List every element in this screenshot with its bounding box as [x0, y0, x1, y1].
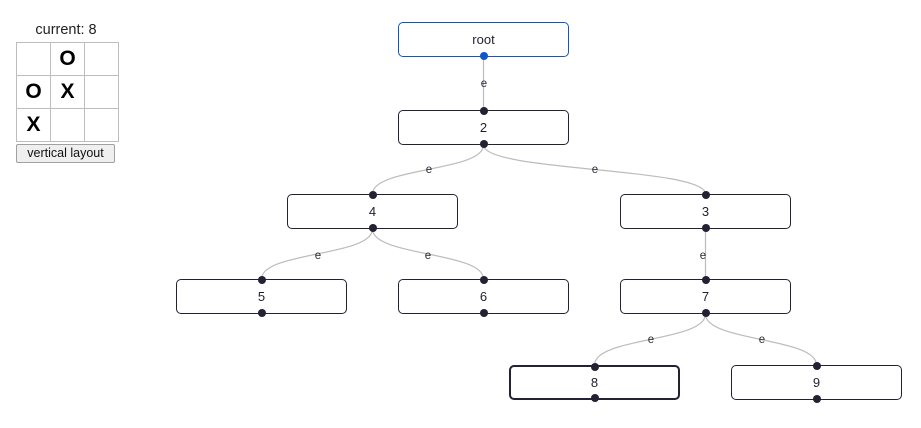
edge-label-n2-n3[interactable]: e	[591, 164, 599, 176]
board-cell-0-0[interactable]	[16, 42, 51, 76]
board-cell-1-2[interactable]	[84, 75, 119, 109]
node-port-bottom-icon[interactable]	[479, 309, 488, 317]
node-port-top-icon[interactable]	[479, 276, 488, 284]
board-cell-2-1[interactable]	[50, 108, 85, 142]
board-cell-0-1[interactable]: O	[50, 42, 85, 76]
node-port-bottom-icon[interactable]	[701, 309, 710, 317]
node-port-bottom-icon[interactable]	[812, 395, 821, 403]
graph-node-n7[interactable]: 7	[620, 276, 791, 317]
graph-node-label: 3	[701, 204, 710, 219]
node-port-bottom-icon[interactable]	[479, 52, 488, 60]
board-row: O	[16, 42, 119, 76]
graph-node-label: 7	[701, 289, 710, 304]
node-port-top-icon[interactable]	[257, 276, 266, 284]
edge-label-root-n2[interactable]: e	[480, 78, 488, 90]
board-cell-0-2[interactable]	[84, 42, 119, 76]
edge-label-n4-n5[interactable]: e	[314, 250, 322, 262]
node-port-bottom-icon[interactable]	[479, 140, 488, 148]
edge-label-n4-n6[interactable]: e	[424, 250, 432, 262]
current-node-label: current: 8	[35, 22, 97, 38]
node-port-top-icon[interactable]	[701, 276, 710, 284]
node-port-top-icon[interactable]	[701, 191, 710, 199]
graph-node-label: 6	[479, 289, 488, 304]
board-row: X	[16, 108, 119, 142]
graph-node-label: 2	[479, 120, 488, 135]
board-cell-2-2[interactable]	[84, 108, 119, 142]
node-port-top-icon[interactable]	[479, 107, 488, 115]
node-port-top-icon[interactable]	[812, 362, 821, 370]
edge-label-n7-n9[interactable]: e	[758, 334, 766, 346]
node-port-bottom-icon[interactable]	[368, 224, 377, 232]
graph-node-root[interactable]: root	[398, 22, 569, 60]
node-port-top-icon[interactable]	[368, 191, 377, 199]
node-port-bottom-icon[interactable]	[590, 394, 599, 402]
board-cell-1-1[interactable]: X	[50, 75, 85, 109]
graph-node-label: root	[472, 32, 495, 47]
vertical-layout-button[interactable]: vertical layout	[16, 144, 115, 163]
graph-node-n2[interactable]: 2	[398, 107, 569, 148]
graph-node-n8[interactable]: 8	[509, 363, 680, 402]
board-cell-2-0[interactable]: X	[16, 108, 51, 142]
graph-node-label: 4	[368, 204, 377, 219]
graph-node-n9[interactable]: 9	[731, 362, 902, 403]
graph-node-label: 8	[590, 375, 599, 390]
graph-node-n4[interactable]: 4	[287, 191, 458, 232]
node-port-top-icon[interactable]	[590, 363, 599, 371]
node-port-bottom-icon[interactable]	[701, 224, 710, 232]
edge-label-n7-n8[interactable]: e	[647, 334, 655, 346]
board-cell-1-0[interactable]: O	[16, 75, 51, 109]
graph-node-n5[interactable]: 5	[176, 276, 347, 317]
graph-node-label: 9	[812, 375, 821, 390]
graph-node-label: 5	[257, 289, 266, 304]
edge-label-n2-n4[interactable]: e	[425, 164, 433, 176]
node-port-bottom-icon[interactable]	[257, 309, 266, 317]
graph-node-n3[interactable]: 3	[620, 191, 791, 232]
graph-node-n6[interactable]: 6	[398, 276, 569, 317]
edge-label-n3-n7[interactable]: e	[699, 250, 707, 262]
